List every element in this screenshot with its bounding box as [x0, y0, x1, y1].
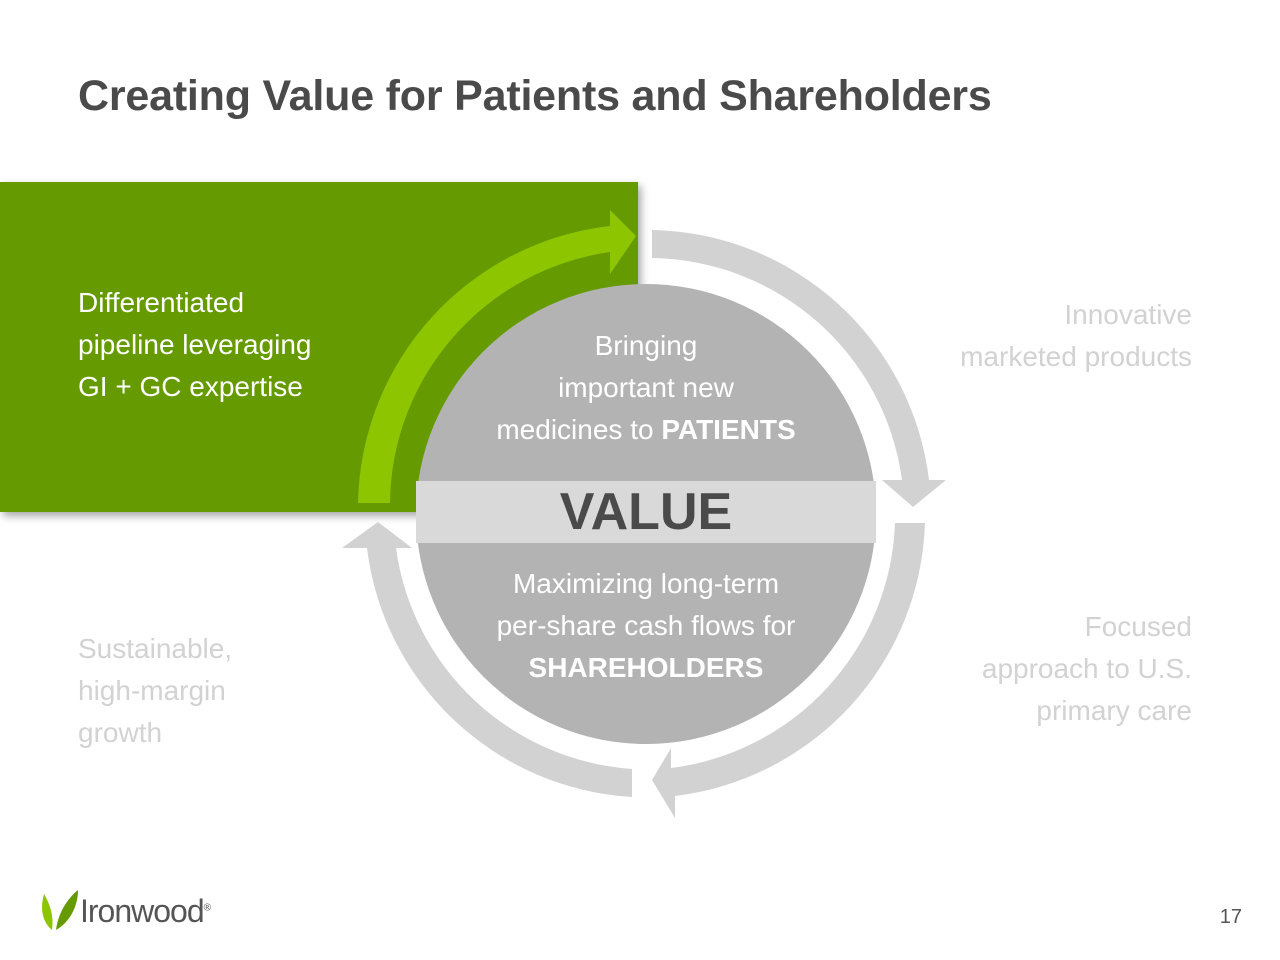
gray-cycle-arrow-bottom-right [652, 523, 925, 818]
center-shareholders-text: Maximizing long-term per-share cash flow… [436, 563, 856, 689]
pillar-line: Innovative [1064, 299, 1192, 330]
center-top-line-text: medicines to [496, 414, 662, 445]
pillar-line: growth [78, 717, 163, 748]
pillar-line: Focused [1084, 611, 1192, 642]
slide-title: Creating Value for Patients and Sharehol… [78, 72, 992, 120]
ironwood-leaf-icon [42, 890, 78, 930]
value-label: VALUE [559, 483, 733, 541]
registered-mark: ® [203, 902, 211, 914]
pillar-line: Sustainable, [78, 633, 233, 664]
value-band [416, 481, 876, 543]
pillar-primary-care: Focused approach to U.S. primary care [982, 606, 1192, 732]
center-top-line-3: medicines to PATIENTS [456, 409, 836, 451]
pillar-growth: Sustainable, high-margin growth [78, 628, 232, 754]
green-cycle-arrow [358, 210, 636, 503]
center-bottom-line: per-share cash flows for [496, 610, 796, 641]
logo-name: Ironwood [80, 893, 205, 929]
center-bottom-line: Maximizing long-term [512, 568, 780, 599]
pillar-line: GI + GC expertise [78, 371, 303, 402]
ironwood-logo-text: Ironwood® [80, 893, 211, 930]
pillar-pipeline: Differentiated pipeline leveraging GI + … [78, 282, 312, 408]
pillar-line: pipeline leveraging [78, 329, 312, 360]
center-top-line: Bringing [594, 330, 698, 361]
shareholders-emphasis: SHAREHOLDERS [528, 652, 764, 683]
page-number: 17 [1219, 906, 1242, 928]
pillar-marketed-products: Innovative marketed products [960, 294, 1192, 378]
pillar-line: primary care [1036, 695, 1192, 726]
pillar-line: approach to U.S. [981, 653, 1192, 684]
pillar-line: Differentiated [78, 287, 245, 318]
patients-emphasis: PATIENTS [661, 414, 796, 445]
center-top-line: important new [558, 372, 734, 403]
pillar-line: marketed products [960, 341, 1192, 372]
pillar-line: high-margin [78, 675, 226, 706]
gray-cycle-arrow-top-right [652, 230, 946, 507]
center-patients-text: Bringing important new medicines to PATI… [456, 325, 836, 451]
gray-cycle-arrow-bottom-left [342, 522, 632, 797]
